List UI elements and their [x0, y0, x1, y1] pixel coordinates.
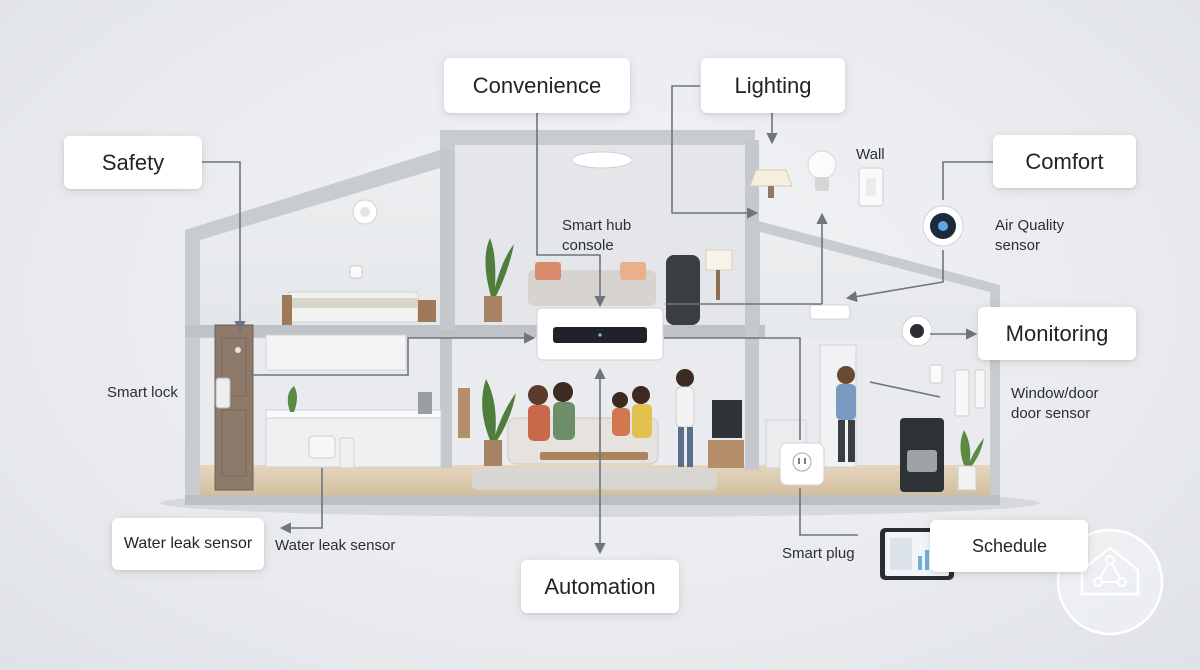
smart-lock-device: [215, 377, 231, 409]
window-door-label: Window/door door sensor: [1011, 385, 1099, 422]
ceiling-light-icon: [571, 151, 633, 169]
upstairs-living: [484, 151, 733, 325]
smart-hub-device: [536, 307, 664, 361]
tv: [712, 400, 742, 438]
bedroom: [282, 199, 436, 325]
right-room: [765, 304, 986, 492]
smart-lock-label: Smart lock: [107, 384, 178, 401]
air-quality-label: Air Quality sensor: [995, 217, 1065, 254]
water-leak-card: Water leak sensor: [112, 518, 264, 570]
smart-hub-label: Smart hub console: [562, 217, 632, 254]
smart-plug-label: Smart plug: [782, 545, 855, 562]
smart-speaker: [666, 255, 700, 325]
bulb-icon: [807, 150, 837, 180]
wall-lamp-icon: [749, 169, 793, 187]
wall-label: Wall: [856, 146, 885, 163]
automation-card: Automation: [521, 560, 679, 613]
water-leak-label: Water leak sensor: [275, 537, 396, 554]
convenience-card: Convenience: [444, 58, 630, 113]
front-door: [214, 324, 254, 491]
monitoring-card: Monitoring: [978, 307, 1136, 360]
wall-devices: [749, 150, 964, 347]
lighting-card: Lighting: [701, 58, 845, 113]
family-room: [458, 369, 744, 490]
safety-card: Safety: [64, 136, 202, 189]
schedule-card: Schedule: [930, 520, 1088, 572]
connector-lines: [202, 85, 993, 555]
comfort-card: Comfort: [993, 135, 1136, 188]
ac-unit: [809, 304, 851, 320]
smart-plug-icon: [779, 442, 825, 486]
kitchen: [265, 334, 442, 469]
